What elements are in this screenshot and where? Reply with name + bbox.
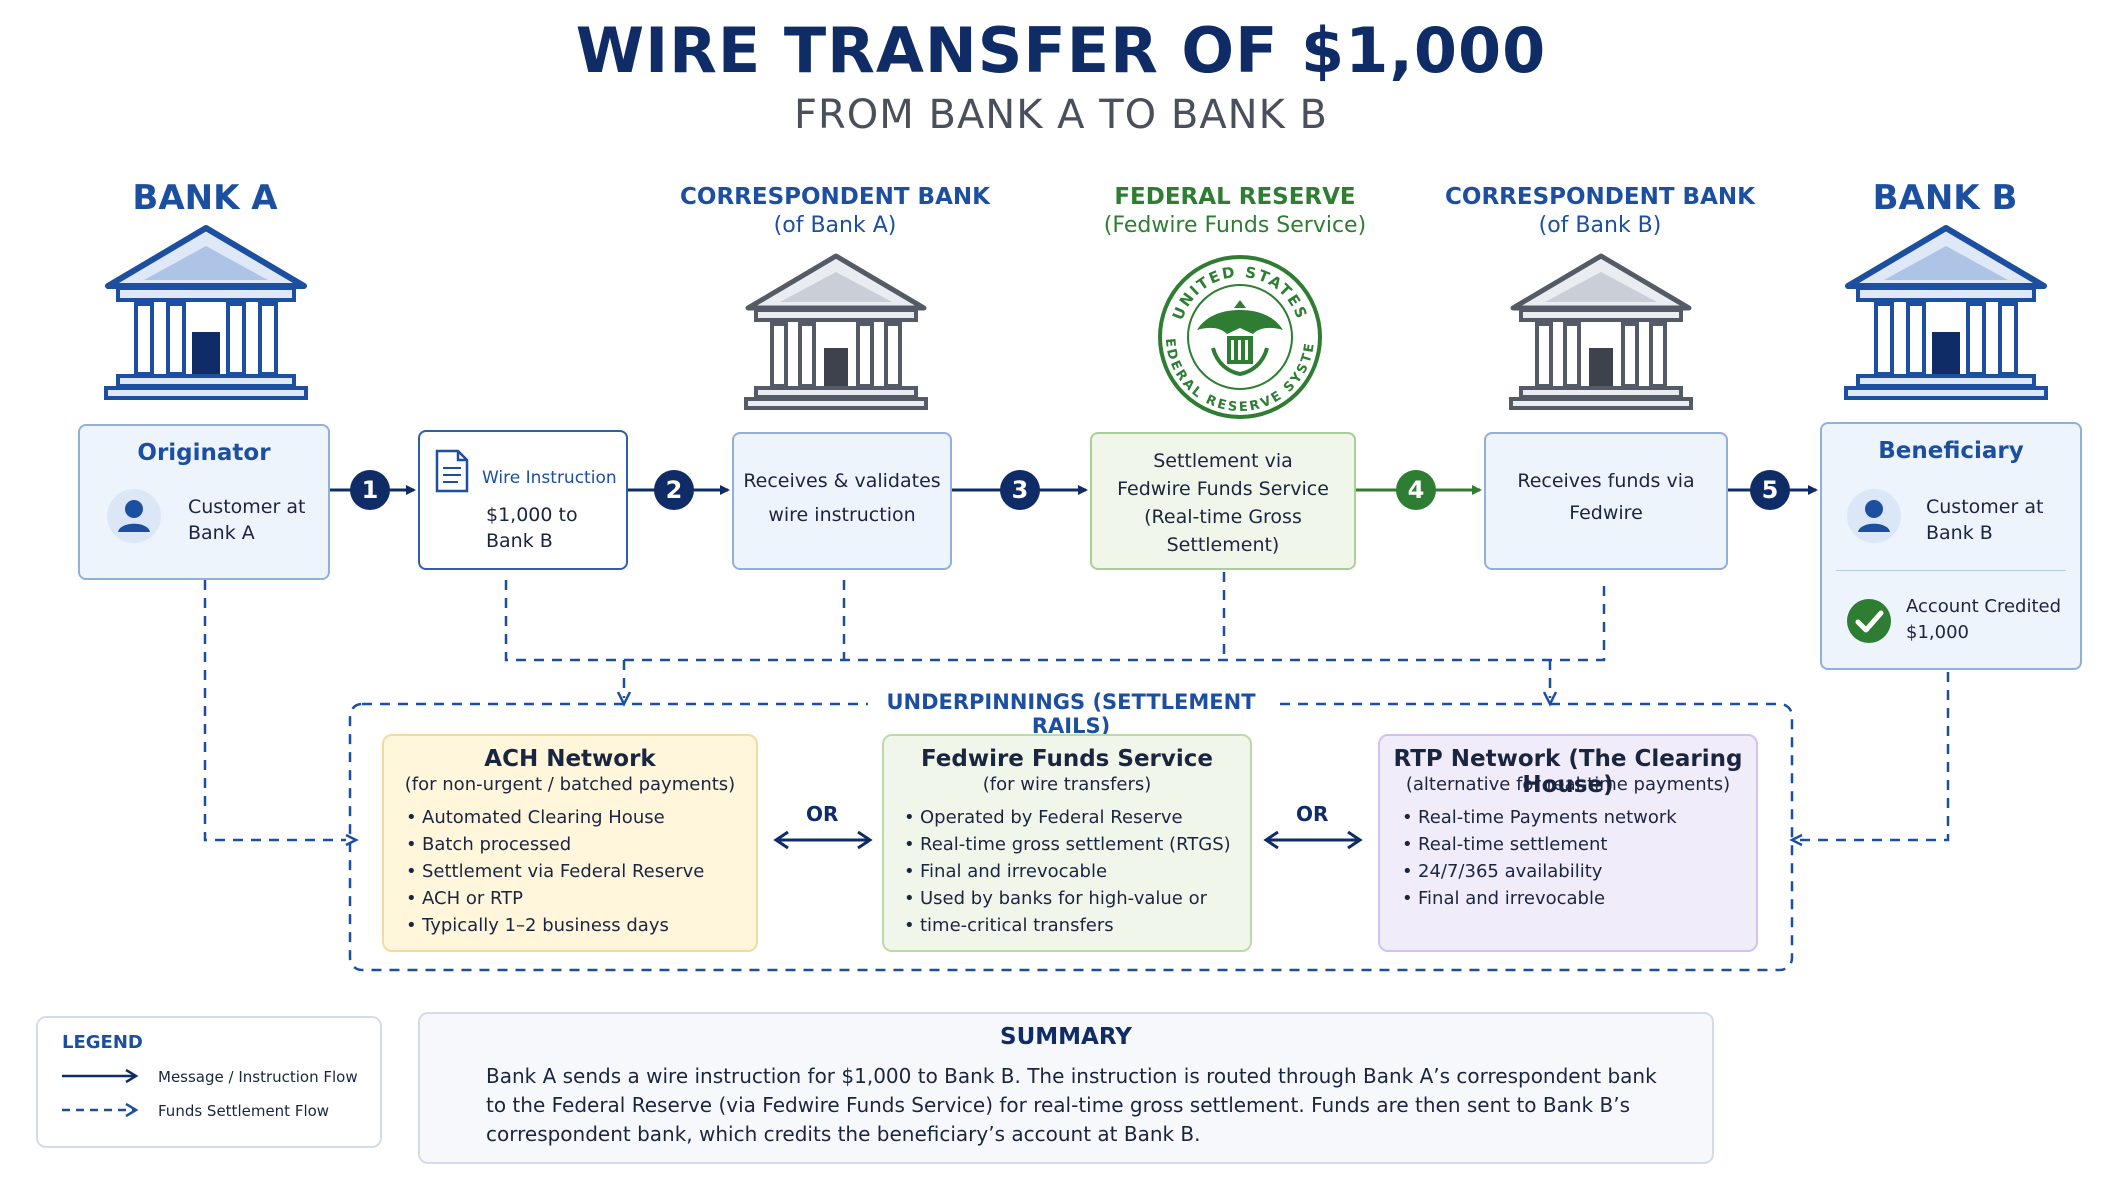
legend-dashed-label: Funds Settlement Flow (158, 1102, 330, 1120)
beneficiary-divider (1836, 570, 2066, 571)
ach-network-card: ACH Network (for non-urgent / batched pa… (382, 734, 758, 952)
fedwire-card: Fedwire Funds Service (for wire transfer… (882, 734, 1252, 952)
page-title: WIRE TRANSFER OF $1,000 (575, 14, 1547, 87)
originator-line2: Bank A (188, 522, 255, 544)
summary-text: Bank A sends a wire instruction for $1,0… (486, 1062, 1657, 1149)
rtp-list: Real-time Payments network Real-time set… (1402, 804, 1677, 912)
fed-settlement-box: Settlement via Fedwire Funds Service (Re… (1090, 432, 1356, 570)
correspondent-a-box: Receives & validates wire instruction (732, 432, 952, 570)
originator-title: Originator (137, 440, 271, 466)
ach-title: ACH Network (484, 746, 656, 772)
legend-title: LEGEND (62, 1032, 143, 1053)
check-icon (1847, 599, 1891, 643)
page-subtitle: FROM BANK A TO BANK B (793, 92, 1328, 138)
beneficiary-box: Beneficiary Customer at Bank B Account C… (1820, 422, 2082, 670)
bank-a-building-icon (104, 225, 308, 400)
rtp-item: Real-time settlement (1402, 831, 1677, 858)
fed-line4: Settlement) (1166, 534, 1280, 556)
bank-b-building-icon (1844, 225, 2048, 400)
ach-item: Typically 1–2 business days (406, 912, 704, 939)
or-label-1: OR (806, 802, 839, 826)
correspondent-a-line2: wire instruction (768, 504, 916, 526)
fed-line2: Fedwire Funds Service (1117, 478, 1329, 500)
step-5-badge: 5 (1750, 470, 1790, 510)
bank-a-heading: BANK A (132, 178, 278, 218)
ach-item-continuation: ACH or RTP (422, 888, 524, 909)
step-4-badge: 4 (1396, 470, 1436, 510)
summary-line-1: Bank A sends a wire instruction for $1,0… (486, 1064, 1657, 1088)
ach-item: ACH or RTP (406, 885, 704, 912)
corr-a-subheading: (of Bank A) (773, 213, 897, 238)
bank-b-heading: BANK B (1872, 178, 2018, 218)
wire-instruction-line2: Bank B (486, 530, 553, 552)
wire-instruction-title: Wire Instruction (482, 468, 617, 488)
summary-line-2: to the Federal Reserve (via Fedwire Fund… (486, 1093, 1630, 1117)
underpinnings-label: UNDERPINNINGS (SETTLEMENT RAILS) (868, 690, 1274, 738)
correspondent-a-line1: Receives & validates (743, 470, 941, 492)
ach-item: Automated Clearing House (406, 804, 704, 831)
ach-item: Settlement via Federal Reserve (406, 858, 704, 885)
rtp-item: Real-time Payments network (1402, 804, 1677, 831)
document-icon (435, 449, 469, 493)
beneficiary-line1: Customer at (1926, 496, 2044, 518)
fed-line1: Settlement via (1153, 450, 1293, 472)
wire-instruction-line1: $1,000 to (486, 504, 578, 526)
wire-instruction-box: Wire Instruction $1,000 to Bank B (418, 430, 628, 570)
corr-b-heading: CORRESPONDENT BANK (1445, 184, 1755, 210)
step-2-badge: 2 (654, 470, 694, 510)
legend-solid-label: Message / Instruction Flow (158, 1068, 358, 1086)
fedwire-item: time-critical transfers (904, 912, 1231, 939)
rtp-item: Final and irrevocable (1402, 885, 1677, 912)
fedwire-item-continuation: time-critical transfers (920, 915, 1114, 936)
fedwire-item: Real-time gross settlement (RTGS) (904, 831, 1231, 858)
beneficiary-line2: Bank B (1926, 522, 1993, 544)
rtp-network-card: RTP Network (The Clearing House) (altern… (1378, 734, 1758, 952)
fedwire-item: Final and irrevocable (904, 858, 1231, 885)
step-1-badge: 1 (350, 470, 390, 510)
ach-list: Automated Clearing House Batch processed… (406, 804, 704, 939)
user-icon (1847, 489, 1901, 543)
summary-line-3: correspondent bank, which credits the be… (486, 1122, 1201, 1146)
step-3-badge: 3 (1000, 470, 1040, 510)
summary-panel: SUMMARY Bank A sends a wire instruction … (418, 1012, 1714, 1164)
fedwire-list: Operated by Federal Reserve Real-time gr… (904, 804, 1231, 939)
correspondent-bank-a-building-icon (744, 253, 928, 410)
summary-title: SUMMARY (1000, 1024, 1132, 1050)
legend-arrows (62, 1068, 139, 1118)
federal-reserve-seal-icon: UNITED STATES FEDERAL RESERVE SYSTEM (1155, 252, 1322, 419)
beneficiary-title: Beneficiary (1878, 438, 2024, 464)
account-credited-label: Account Credited (1906, 596, 2062, 617)
fedwire-item: Operated by Federal Reserve (904, 804, 1231, 831)
fed-line3: (Real-time Gross (1144, 506, 1302, 528)
ach-subtitle: (for non-urgent / batched payments) (404, 774, 736, 795)
legend: LEGEND Message / Instruction Flow Funds … (36, 1016, 382, 1148)
fed-heading: FEDERAL RESERVE (1114, 184, 1356, 210)
correspondent-b-box: Receives funds via Fedwire (1484, 432, 1728, 570)
corr-a-heading: CORRESPONDENT BANK (680, 184, 990, 210)
or-label-2: OR (1296, 802, 1329, 826)
fedwire-subtitle: (for wire transfers) (982, 774, 1152, 795)
rtp-item: 24/7/365 availability (1402, 858, 1677, 885)
fed-subheading: (Fedwire Funds Service) (1103, 213, 1367, 238)
fedwire-item: Used by banks for high-value or (904, 885, 1231, 912)
corr-b-subheading: (of Bank B) (1538, 213, 1662, 238)
correspondent-b-line2: Fedwire (1569, 502, 1643, 524)
user-icon (107, 489, 161, 543)
originator-line1: Customer at (188, 496, 306, 518)
rtp-subtitle: (alternative for real-time payments) (1405, 774, 1731, 795)
originator-box: Originator Customer at Bank A (78, 424, 330, 580)
rtp-title: RTP Network (The Clearing House) (1393, 746, 1743, 798)
correspondent-bank-b-building-icon (1509, 253, 1693, 410)
correspondent-b-line1: Receives funds via (1517, 470, 1695, 492)
fedwire-title: Fedwire Funds Service (920, 746, 1213, 772)
account-credited-amount: $1,000 (1906, 622, 1969, 643)
ach-item: Batch processed (406, 831, 704, 858)
